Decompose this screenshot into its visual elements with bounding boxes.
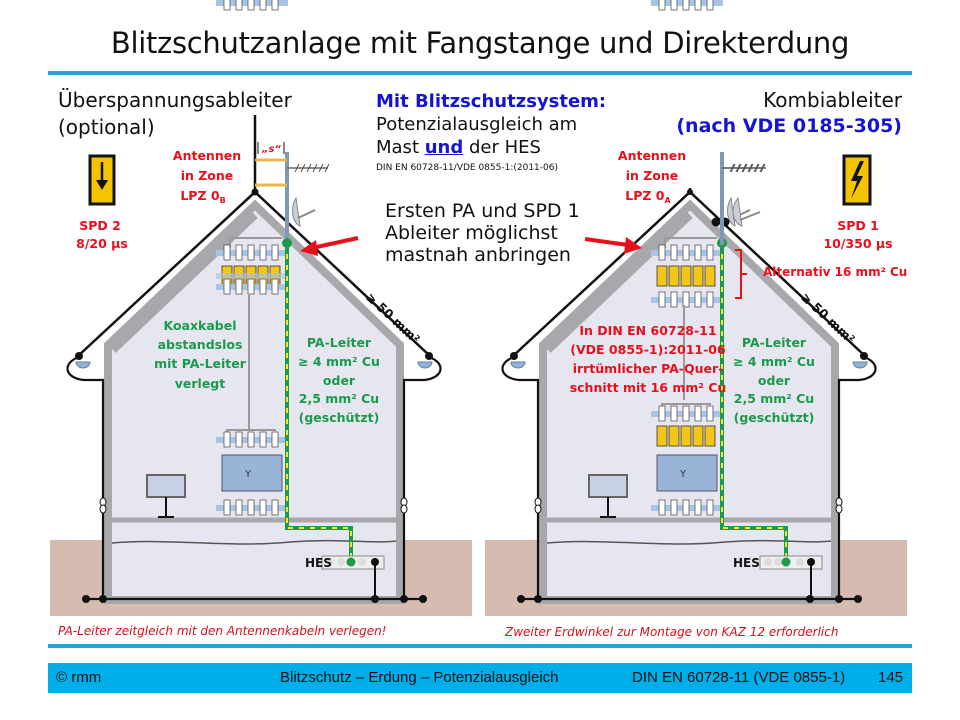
svg-text:verlegt: verlegt bbox=[175, 376, 226, 391]
footer-copyright: © rmm bbox=[56, 669, 102, 686]
svg-text:(geschützt): (geschützt) bbox=[734, 410, 815, 425]
emphasis-und: und bbox=[424, 137, 464, 158]
svg-text:irrtümlicher PA-Quer-: irrtümlicher PA-Quer- bbox=[573, 361, 724, 376]
svg-text:oder: oder bbox=[323, 373, 356, 388]
hes-busbar bbox=[321, 555, 385, 599]
arrow-left-house bbox=[300, 236, 359, 256]
footer-bar: © rmm Blitzschutz – Erdung – Potenzialau… bbox=[48, 663, 912, 693]
svg-text:Koaxkabel: Koaxkabel bbox=[163, 318, 236, 333]
hes-label: HES bbox=[733, 556, 760, 570]
note-right: Zweiter Erdwinkel zur Montage von KAZ 12… bbox=[505, 625, 839, 639]
svg-text:In DIN EN 60728-11: In DIN EN 60728-11 bbox=[579, 323, 716, 338]
center-heading-line2: Potenzialausgleich am bbox=[376, 114, 578, 135]
zone-label: in Zone bbox=[626, 168, 679, 183]
callout-line: Ersten PA und SPD 1 bbox=[385, 200, 580, 222]
hes-busbar bbox=[759, 555, 823, 599]
alternative-label: Alternativ 16 mm² Cu bbox=[763, 265, 907, 279]
bottom-divider bbox=[48, 644, 912, 648]
lightning-icon bbox=[842, 154, 872, 206]
multiswitch-bottom: Y bbox=[215, 429, 289, 516]
svg-text:2,5 mm² Cu: 2,5 mm² Cu bbox=[299, 391, 379, 406]
right-heading-line2: (nach VDE 0185-305) bbox=[676, 115, 902, 137]
callout-text: Ersten PA und SPD 1 Ableiter möglichst m… bbox=[385, 200, 580, 266]
zone-label: Antennen bbox=[618, 148, 686, 163]
error-note: In DIN EN 60728-11 (VDE 0855-1):2011-06 … bbox=[570, 323, 727, 395]
zone-label: Antennen bbox=[173, 148, 241, 163]
svg-text:≥ 4 mm² Cu: ≥ 4 mm² Cu bbox=[298, 354, 380, 369]
svg-text:schnitt mit 16 mm² Cu: schnitt mit 16 mm² Cu bbox=[570, 380, 727, 395]
norm-reference: DIN EN 60728-11/VDE 0855-1:(2011-06) bbox=[376, 163, 558, 173]
text: Mast bbox=[376, 137, 425, 158]
svg-text:mit PA-Leiter: mit PA-Leiter bbox=[154, 356, 247, 371]
pa-note: PA-Leiter ≥ 4 mm² Cu oder 2,5 mm² Cu (ge… bbox=[298, 335, 380, 425]
spd1-label: SPD 1 bbox=[837, 218, 879, 233]
svg-text:2,5 mm² Cu: 2,5 mm² Cu bbox=[734, 391, 814, 406]
spd2-rating: 8/20 µs bbox=[76, 236, 128, 251]
zone-label: in Zone bbox=[181, 168, 234, 183]
svg-text:abstandslos: abstandslos bbox=[158, 337, 243, 352]
footer-norm: DIN EN 60728-11 (VDE 0855-1) bbox=[632, 669, 846, 686]
hes-label: HES bbox=[305, 556, 332, 570]
zone-label: LPZ 0B bbox=[180, 188, 225, 205]
right-heading-line1: Kombiableiter bbox=[763, 88, 902, 112]
tv-monitor bbox=[146, 474, 186, 518]
slide-title: Blitzschutzanlage mit Fangstange und Dir… bbox=[110, 26, 850, 60]
note-left: PA-Leiter zeitgleich mit den Antennenkab… bbox=[58, 624, 387, 638]
page-number: 145 bbox=[878, 669, 904, 686]
svg-text:PA-Leiter: PA-Leiter bbox=[307, 335, 372, 350]
spd1-rating: 10/350 µs bbox=[823, 236, 892, 251]
coax-note: Koaxkabel abstandslos mit PA-Leiter verl… bbox=[154, 318, 247, 391]
svg-text:oder: oder bbox=[758, 373, 791, 388]
arrow-right-house bbox=[584, 237, 642, 254]
alternative-bracket bbox=[735, 249, 747, 299]
title-divider bbox=[48, 71, 912, 75]
pa-note: PA-Leiter ≥ 4 mm² Cu oder 2,5 mm² Cu (ge… bbox=[733, 335, 815, 425]
multiswitch-top bbox=[215, 237, 289, 430]
footer-topic: Blitzschutz – Erdung – Potenzialausgleic… bbox=[280, 669, 559, 686]
diagram: „s“ Y bbox=[0, 0, 960, 660]
spd2-label: SPD 2 bbox=[79, 218, 121, 233]
svg-text:(VDE 0855-1):2011-06: (VDE 0855-1):2011-06 bbox=[570, 342, 726, 357]
svg-text:PA-Leiter: PA-Leiter bbox=[742, 335, 807, 350]
multiswitch-top bbox=[650, 237, 724, 400]
separation-distance-label: „s“ bbox=[261, 144, 281, 155]
center-heading-title: Mit Blitzschutzsystem: bbox=[376, 91, 607, 112]
callout-line: Ableiter möglichst bbox=[385, 222, 558, 244]
arrow-down-icon bbox=[88, 154, 116, 206]
left-heading-line1: Überspannungsableiter bbox=[58, 88, 292, 112]
center-heading-line3: Mast und der HES bbox=[376, 136, 606, 159]
svg-text:≥ 4 mm² Cu: ≥ 4 mm² Cu bbox=[733, 354, 815, 369]
text: der HES bbox=[463, 137, 541, 158]
multiswitch-bottom: Y bbox=[650, 403, 724, 516]
tv-monitor bbox=[588, 474, 628, 518]
svg-text:(geschützt): (geschützt) bbox=[299, 410, 380, 425]
callout-line: mastnah anbringen bbox=[385, 244, 571, 266]
zone-label: LPZ 0A bbox=[625, 188, 671, 205]
svg-text:Y: Y bbox=[679, 469, 687, 480]
left-heading-line2: (optional) bbox=[58, 115, 155, 139]
center-heading: Mit Blitzschutzsystem: Potenzialausgleic… bbox=[376, 90, 606, 177]
svg-text:Y: Y bbox=[244, 469, 252, 480]
